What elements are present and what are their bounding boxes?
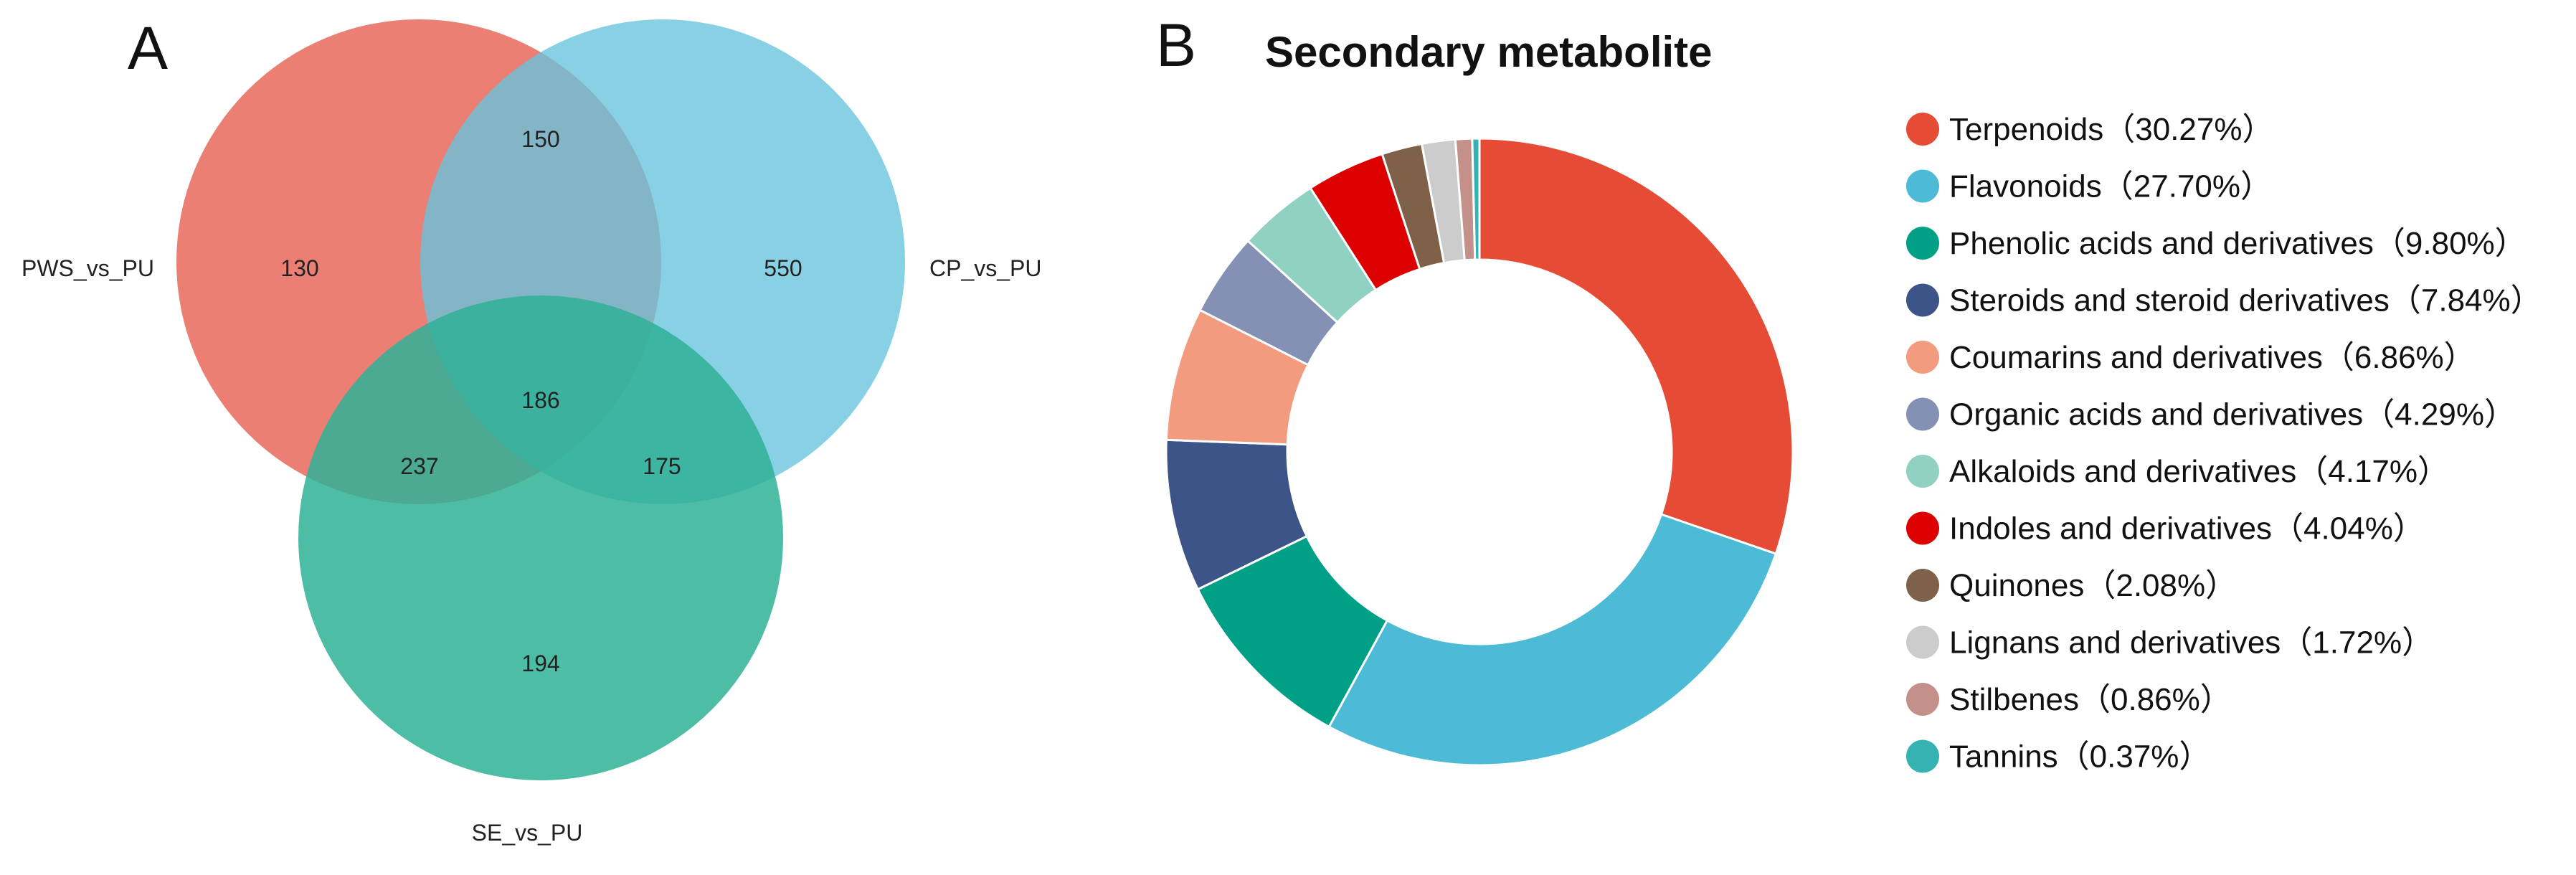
venn-count-all: 186 xyxy=(521,387,559,413)
legend-swatch xyxy=(1906,625,1939,659)
legend-label-name: Steroids and steroid derivatives xyxy=(1949,283,2390,318)
legend-item: Quinones（2.08%） xyxy=(1906,568,2237,603)
legend-label: Lignans and derivatives（1.72%） xyxy=(1949,625,2433,661)
legend-label-name: Phenolic acids and derivatives xyxy=(1949,226,2374,261)
legend-label-percent: （0.86%） xyxy=(2079,682,2232,717)
legend-label-name: Tannins xyxy=(1949,739,2058,775)
legend-label-percent: （6.86%） xyxy=(2323,340,2476,375)
legend-label-name: Terpenoids xyxy=(1949,112,2103,147)
venn-set-label-cp: CP_vs_PU xyxy=(929,255,1042,281)
legend-swatch xyxy=(1906,341,1939,374)
legend-swatch xyxy=(1906,397,1939,431)
venn-count-pws-cp: 150 xyxy=(521,126,559,152)
legend-label-percent: （2.08%） xyxy=(2084,568,2237,603)
legend-label-percent: （0.37%） xyxy=(2058,739,2211,775)
legend-item: Alkaloids and derivatives（4.17%） xyxy=(1906,454,2449,489)
panel-b-label: B xyxy=(1156,11,1196,79)
legend-label: Flavonoids（27.70%） xyxy=(1949,169,2272,204)
legend-label-name: Coumarins and derivatives xyxy=(1949,340,2323,375)
legend-item: Stilbenes（0.86%） xyxy=(1906,682,2232,717)
legend-item: Tannins（0.37%） xyxy=(1906,739,2210,775)
venn-count-pws-only: 130 xyxy=(280,255,318,281)
legend-item: Terpenoids（30.27%） xyxy=(1906,112,2274,147)
legend-label-name: Alkaloids and derivatives xyxy=(1949,454,2296,489)
venn-diagram: A PWS_vs_PU CP_vs_PU SE_vs_PU 130 550 19… xyxy=(22,14,1042,846)
venn-circle-se xyxy=(298,295,783,780)
legend-label: Stilbenes（0.86%） xyxy=(1949,682,2232,717)
donut-slices xyxy=(1165,137,1794,767)
venn-set-label-pws: PWS_vs_PU xyxy=(22,255,154,281)
legend-label: Steroids and steroid derivatives（7.84%） xyxy=(1949,283,2542,318)
legend-label: Phenolic acids and derivatives（9.80%） xyxy=(1949,226,2527,261)
legend-swatch xyxy=(1906,739,1939,773)
venn-count-cp-se: 175 xyxy=(643,453,681,479)
legend-label-percent: （1.72%） xyxy=(2281,625,2433,661)
legend-swatch xyxy=(1906,169,1939,203)
legend-label-name: Indoles and derivatives xyxy=(1949,511,2272,547)
legend-label-percent: （30.27%） xyxy=(2103,112,2273,147)
legend-label: Alkaloids and derivatives（4.17%） xyxy=(1949,454,2449,489)
legend-label: Terpenoids（30.27%） xyxy=(1949,112,2274,147)
legend-label-name: Organic acids and derivatives xyxy=(1949,397,2363,432)
legend-swatch xyxy=(1906,683,1939,716)
legend-label-percent: （4.04%） xyxy=(2272,511,2425,547)
legend-label: Quinones（2.08%） xyxy=(1949,568,2237,603)
venn-set-label-se: SE_vs_PU xyxy=(472,820,583,846)
legend-swatch xyxy=(1906,455,1939,488)
legend-swatch xyxy=(1906,283,1939,317)
legend-label-name: Quinones xyxy=(1949,568,2084,603)
legend: Terpenoids（30.27%）Flavonoids（27.70%）Phen… xyxy=(1906,112,2542,775)
legend-label-name: Lignans and derivatives xyxy=(1949,625,2281,661)
donut-chart: B Secondary metabolite Terpenoids（30.27%… xyxy=(1156,11,2542,775)
legend-label-name: Stilbenes xyxy=(1949,682,2079,717)
donut-slice-1 xyxy=(1327,513,1778,767)
legend-label: Tannins（0.37%） xyxy=(1949,739,2210,775)
legend-label: Organic acids and derivatives（4.29%） xyxy=(1949,397,2516,432)
legend-item: Indoles and derivatives（4.04%） xyxy=(1906,511,2425,547)
legend-item: Flavonoids（27.70%） xyxy=(1906,169,2272,204)
legend-label: Indoles and derivatives（4.04%） xyxy=(1949,511,2425,547)
legend-label-percent: （4.29%） xyxy=(2363,397,2516,432)
legend-swatch xyxy=(1906,113,1939,146)
legend-label-name: Flavonoids xyxy=(1949,169,2102,204)
donut-slice-0 xyxy=(1478,137,1794,555)
legend-label-percent: （7.84%） xyxy=(2390,283,2542,318)
legend-label-percent: （4.17%） xyxy=(2296,454,2449,489)
legend-swatch xyxy=(1906,569,1939,602)
legend-swatch xyxy=(1906,227,1939,260)
legend-label: Coumarins and derivatives（6.86%） xyxy=(1949,340,2476,375)
legend-item: Coumarins and derivatives（6.86%） xyxy=(1906,340,2476,375)
donut-slice-11 xyxy=(1471,137,1481,261)
legend-label-percent: （9.80%） xyxy=(2374,226,2527,261)
legend-item: Organic acids and derivatives（4.29%） xyxy=(1906,397,2516,432)
venn-count-cp-only: 550 xyxy=(764,255,802,281)
chart-title: Secondary metabolite xyxy=(1265,28,1713,76)
legend-item: Phenolic acids and derivatives（9.80%） xyxy=(1906,226,2527,261)
venn-count-se-only: 194 xyxy=(521,651,559,676)
legend-item: Lignans and derivatives（1.72%） xyxy=(1906,625,2433,661)
legend-swatch xyxy=(1906,511,1939,545)
venn-count-pws-se: 237 xyxy=(400,453,438,479)
legend-label-percent: （27.70%） xyxy=(2102,169,2272,204)
panel-a-label: A xyxy=(128,14,168,82)
legend-item: Steroids and steroid derivatives（7.84%） xyxy=(1906,283,2542,318)
